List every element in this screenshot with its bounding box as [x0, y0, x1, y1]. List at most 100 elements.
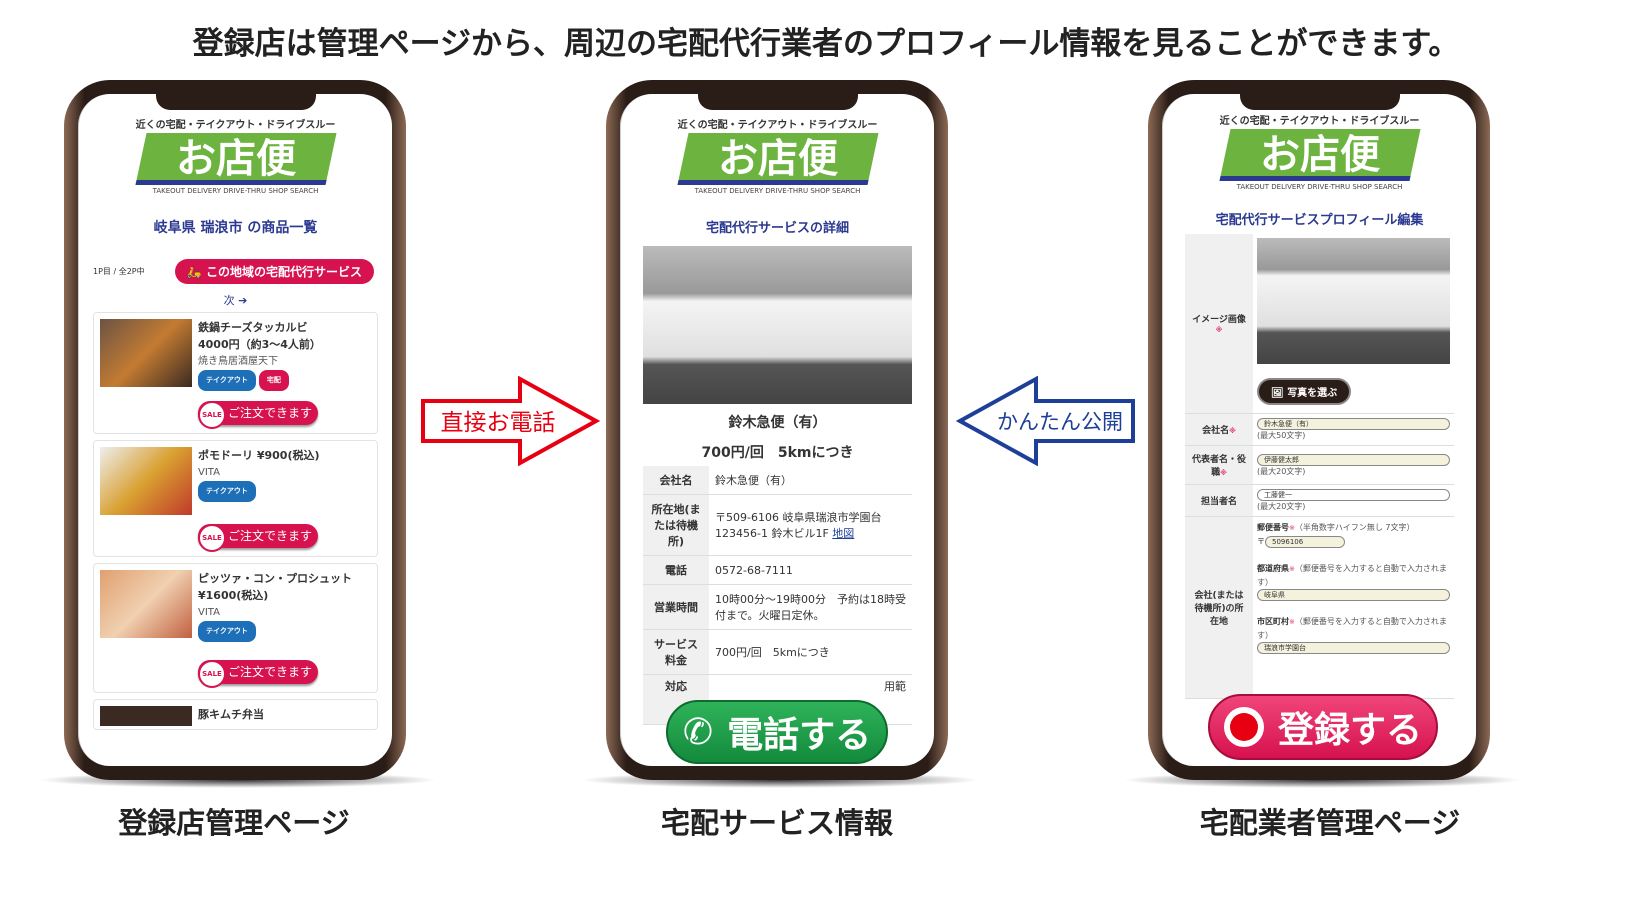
- item-shop: VITA: [198, 467, 220, 478]
- list-item[interactable]: 豚キムチ弁当: [93, 699, 378, 730]
- field-note: (最大20文字): [1257, 502, 1306, 511]
- city-label: 市区町村: [1257, 617, 1289, 626]
- caption-store-admin: 登録店管理ページ: [118, 806, 350, 840]
- required-mark: ※: [1220, 469, 1227, 477]
- field-label: 担当者名: [1185, 484, 1253, 517]
- logo-mark: お店便: [1218, 129, 1421, 181]
- logo-name: お店便: [717, 136, 838, 182]
- logo-mark: お店便: [134, 133, 337, 185]
- phone-notch: [697, 94, 858, 110]
- caption-courier-admin: 宅配業者管理ページ: [1199, 806, 1461, 840]
- field-note: (最大50文字): [1257, 431, 1306, 440]
- item-price: ¥1600(税込): [198, 589, 269, 602]
- delivery-scooter-photo: [643, 246, 912, 404]
- image-label: イメージ画像: [1192, 315, 1246, 325]
- contact-person-input[interactable]: 工藤健一: [1257, 489, 1450, 501]
- company-name-input[interactable]: 鈴木急便（有）: [1257, 418, 1450, 430]
- food-photo: [100, 447, 192, 515]
- register-button-label: 登録する: [1277, 710, 1422, 751]
- prefecture-note: （郵便番号を入力すると自動で入力されます）: [1257, 564, 1447, 587]
- field-note: (最大20文字): [1257, 466, 1306, 476]
- logo-name: お店便: [175, 136, 296, 182]
- phone-notch: [1239, 94, 1400, 110]
- register-button[interactable]: 登録する: [1208, 694, 1438, 760]
- row-label: 電話: [643, 555, 709, 585]
- list-item[interactable]: ポモドーリ ¥900(税込)VITA テイクアウト ご注文できます: [93, 440, 378, 557]
- logo-subtitle: TAKEOUT DELIVERY DRIVE-THRU SHOP SEARCH: [1236, 183, 1403, 191]
- required-mark: ※: [1289, 618, 1295, 626]
- row-value: 700円/回 5kmにつき: [709, 629, 912, 675]
- zip-prefix: 〒: [1257, 537, 1265, 546]
- representative-input[interactable]: 伊藤健太郎: [1257, 453, 1450, 466]
- page-title: 岐阜県 瑞浪市 の商品一覧: [153, 220, 318, 236]
- food-photo: [100, 319, 192, 387]
- screen: 近くの宅配・テイクアウト・ドライブスルー お店便 TAKEOUT DELIVER…: [78, 94, 392, 766]
- headline: 登録店は管理ページから、周辺の宅配代行業者のプロフィール情報を見ることができます…: [192, 26, 1460, 62]
- delivery-badge: 宅配: [258, 370, 289, 391]
- list-item[interactable]: ピッツァ・コン・プロシュット¥1600(税込)VITA テイクアウト ご注文でき…: [93, 563, 378, 693]
- next-link[interactable]: 次 ➔: [223, 294, 248, 307]
- service-detail-table: 会社名鈴木急便（有） 所在地(または待機所)〒509-6106 岐阜県瑞浪市学園…: [643, 466, 912, 725]
- map-link[interactable]: 地図: [832, 527, 855, 540]
- profile-edit-form: イメージ画像※ 🖼 写真を選ぶ 会社名※鈴木急便（有）(最大50文字) 代表者名…: [1185, 234, 1454, 699]
- takeout-badge: テイクアウト: [198, 370, 256, 391]
- city-note: （郵便番号を入力すると自動で入力されます）: [1257, 617, 1447, 640]
- food-photo: [100, 570, 192, 638]
- caption-service-info: 宅配サービス情報: [660, 806, 893, 840]
- item-shop: VITA: [198, 607, 220, 618]
- takeout-badge: テイクアウト: [198, 621, 256, 642]
- required-mark: ※: [1215, 326, 1223, 334]
- logo-name: お店便: [1259, 132, 1380, 178]
- call-button-label: 電話する: [727, 715, 872, 756]
- zip-input[interactable]: 5096106: [1265, 535, 1345, 548]
- row-label: サービス料金: [643, 629, 709, 675]
- screen: 近くの宅配・テイクアウト・ドライブスルー お店便 TAKEOUT DELIVER…: [1162, 94, 1476, 766]
- logo-subtitle: TAKEOUT DELIVERY DRIVE-THRU SHOP SEARCH: [152, 187, 319, 195]
- logo-subtitle: TAKEOUT DELIVERY DRIVE-THRU SHOP SEARCH: [694, 187, 861, 195]
- row-label: 所在地(または待機所): [643, 494, 709, 556]
- publish-arrow-label: かんたん公開: [997, 410, 1123, 434]
- item-name: 豚キムチ弁当: [198, 708, 264, 721]
- row-label: 営業時間: [643, 584, 709, 630]
- item-shop: 焼き鳥居酒屋天下: [198, 356, 278, 367]
- order-button[interactable]: ご注文できます: [198, 524, 318, 552]
- food-photo: [100, 706, 192, 726]
- item-name: 鉄鍋チーズタッカルビ: [198, 321, 308, 334]
- page-title: 宅配代行サービスの詳細: [705, 221, 849, 236]
- service-price: 700円/回 5kmにつき: [701, 445, 854, 461]
- phone-icon: ✆: [682, 711, 714, 753]
- row-value: 0572-68-7111: [709, 555, 912, 585]
- logo-tagline: 近くの宅配・テイクアウト・ドライブスルー: [1219, 116, 1420, 127]
- row-label: 会社名: [643, 466, 709, 495]
- area-service-label: この地域の宅配代行サービス: [205, 265, 362, 279]
- publish-arrow-left: かんたん公開: [956, 376, 1135, 466]
- delivery-scooter-photo: [1257, 238, 1450, 364]
- call-arrow-label: 直接お電話: [441, 410, 556, 436]
- prefecture-input[interactable]: 岐阜県: [1257, 589, 1450, 601]
- company-name: 鈴木急便（有）: [728, 415, 827, 431]
- order-button[interactable]: ご注文できます: [198, 401, 318, 429]
- field-label: 会社(または待機所)の所在地: [1185, 516, 1253, 699]
- choose-photo-button[interactable]: 🖼 写真を選ぶ: [1257, 378, 1352, 405]
- record-icon: [1223, 707, 1264, 747]
- screen: 近くの宅配・テイクアウト・ドライブスルー お店便 TAKEOUT DELIVER…: [620, 94, 934, 766]
- call-arrow-right: 直接お電話: [421, 376, 600, 466]
- phone-store-admin: 近くの宅配・テイクアウト・ドライブスルー お店便 TAKEOUT DELIVER…: [64, 80, 406, 780]
- logo: 近くの宅配・テイクアウト・ドライブスルー お店便 TAKEOUT DELIVER…: [1163, 112, 1476, 191]
- call-button[interactable]: ✆ 電話する: [666, 700, 888, 764]
- order-button[interactable]: ご注文できます: [198, 660, 318, 688]
- logo: 近くの宅配・テイクアウト・ドライブスルー お店便 TAKEOUT DELIVER…: [621, 116, 934, 195]
- prefecture-label: 都道府県: [1257, 564, 1289, 573]
- phone-courier-admin: 近くの宅配・テイクアウト・ドライブスルー お店便 TAKEOUT DELIVER…: [1148, 80, 1490, 780]
- logo-tagline: 近くの宅配・テイクアウト・ドライブスルー: [677, 120, 878, 131]
- zip-label: 郵便番号: [1257, 523, 1289, 532]
- logo-mark: お店便: [676, 133, 879, 185]
- row-label: 対応: [643, 674, 709, 725]
- choose-photo-label: 写真を選ぶ: [1287, 388, 1338, 399]
- city-input[interactable]: 瑞浪市学園台: [1257, 642, 1450, 654]
- item-name: ポモドーリ ¥900(税込): [198, 449, 320, 462]
- logo-tagline: 近くの宅配・テイクアウト・ドライブスルー: [135, 120, 336, 131]
- area-service-button[interactable]: 🛵 この地域の宅配代行サービス: [174, 259, 374, 284]
- zip-note: （半角数字ハイフン無し 7文字）: [1294, 523, 1415, 532]
